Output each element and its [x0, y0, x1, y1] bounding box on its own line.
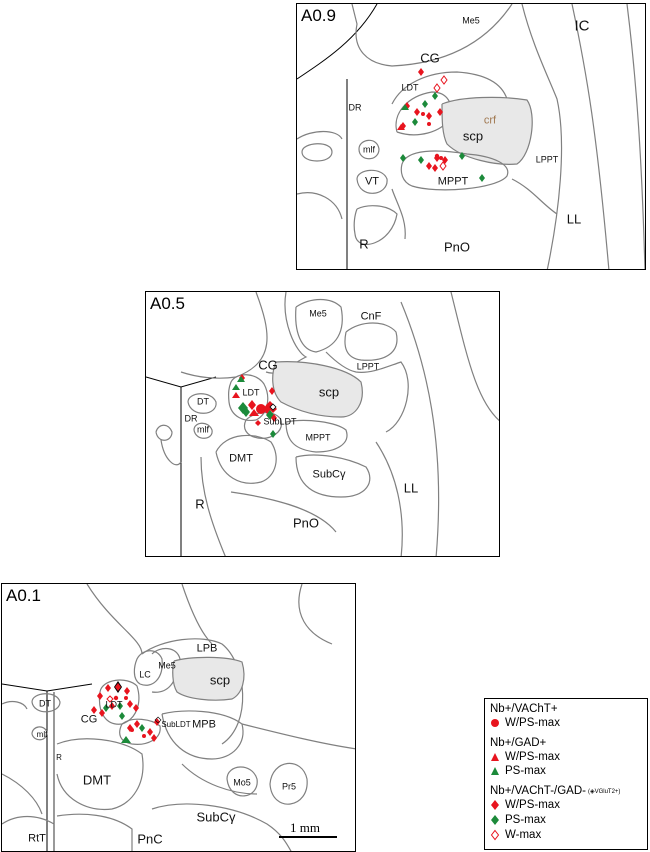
panel-a09-outline	[297, 4, 645, 269]
label-ldt: LDT	[242, 387, 260, 398]
legend-item-gad-wps-label: W/PS-max	[505, 751, 560, 763]
open-red-diamond-icon	[490, 829, 502, 841]
label-subc: SubCγ	[312, 468, 346, 481]
label-dt: DT	[39, 698, 51, 709]
label-r: R	[195, 496, 205, 512]
label-crf: crf	[483, 114, 497, 127]
legend-item-other-w-label: W-max	[505, 829, 542, 841]
panel-a01: A0.1 LPB LC Me5 scp DT CG LDT MPB mlf Su…	[1, 583, 356, 852]
label-ll: LL	[566, 211, 582, 227]
a01-markers	[91, 681, 162, 743]
label-pno: PnO	[292, 515, 320, 531]
label-lpb: LPB	[196, 642, 218, 655]
legend-item-vacht-wps-label: W/PS-max	[505, 717, 560, 729]
red-circle-icon	[490, 717, 502, 729]
label-subldt: SubLDT	[161, 720, 191, 729]
label-dr: DR	[348, 102, 362, 113]
scale-bar-label: 1 mm	[290, 820, 320, 835]
label-me5: Me5	[462, 15, 480, 26]
label-cnf: CnF	[360, 310, 382, 323]
legend-group-vacht-label: Nb+/VAChT+	[490, 703, 558, 715]
legend-item-vacht-wps: W/PS-max	[490, 717, 560, 729]
label-pr5: Pr5	[281, 781, 297, 792]
legend-item-other-wps-label: W/PS-max	[505, 799, 560, 811]
label-mppt: MPPT	[437, 175, 469, 188]
legend-item-other-wps: W/PS-max	[490, 799, 560, 811]
panel-a09-title: A0.9	[301, 6, 336, 25]
legend-group-vacht: Nb+/VAChT+	[490, 703, 558, 715]
panel-a09: A0.9 IC CG Me5 DR LDT crf scp mlf LPPT V…	[296, 3, 646, 270]
label-subc: SubCγ	[196, 809, 236, 825]
label-r: R	[56, 753, 62, 762]
legend-item-gad-wps: W/PS-max	[490, 751, 560, 763]
label-scp: scp	[462, 128, 484, 144]
a09-markers	[397, 68, 485, 182]
label-lppt: LPPT	[535, 154, 559, 165]
red-diamond-icon	[490, 799, 502, 811]
label-dmt: DMT	[229, 452, 253, 465]
panel-a05-title: A0.5	[150, 294, 185, 313]
label-pno: PnO	[443, 239, 471, 255]
label-mpb: MPB	[192, 718, 216, 731]
legend-group-gad-label: Nb+/GAD+	[490, 737, 547, 749]
label-dr: DR	[184, 413, 198, 424]
label-rtt: RtT	[28, 832, 46, 845]
label-dmt: DMT	[82, 772, 112, 788]
label-mo5: Mo5	[233, 777, 251, 788]
label-cg: CG	[80, 713, 98, 726]
legend-group-other-label: Nb+/VAChT-/GAD-	[490, 785, 586, 797]
label-dt: DT	[197, 396, 209, 407]
label-me5: Me5	[309, 308, 327, 319]
label-mlf: mlf	[36, 730, 48, 739]
label-ic: IC	[574, 17, 590, 35]
legend-item-other-ps-label: PS-max	[505, 814, 546, 826]
label-vt: VT	[364, 175, 380, 188]
label-lc: LC	[139, 669, 151, 680]
legend-item-gad-ps-label: PS-max	[505, 765, 546, 777]
label-scp: scp	[209, 672, 231, 688]
label-ldt: LDT	[401, 82, 419, 93]
green-diamond-icon	[490, 814, 502, 826]
label-pnc: PnC	[137, 831, 163, 847]
panel-a05-outline	[146, 292, 499, 556]
a05-markers	[232, 374, 277, 438]
label-cg: CG	[258, 357, 278, 373]
green-triangle-icon	[490, 765, 502, 777]
label-cg: CG	[420, 50, 440, 66]
label-mlf: mlf	[363, 144, 375, 155]
label-ll: LL	[403, 480, 419, 496]
panel-a01-outline	[2, 584, 355, 851]
scale-bar	[279, 836, 337, 838]
legend-item-gad-ps: PS-max	[490, 765, 546, 777]
panel-a05: A0.5 Me5 CnF CG LPPT DT LDT scp DR SubLD…	[145, 291, 500, 557]
legend-group-other-note: (◈VGluT2+)	[587, 788, 621, 795]
label-r: R	[359, 236, 369, 252]
label-mppt: MPPT	[305, 432, 331, 443]
label-lppt: LPPT	[356, 361, 380, 372]
panel-a01-title: A0.1	[6, 586, 41, 605]
label-mlf: mlf	[197, 424, 209, 435]
legend-item-other-w: W-max	[490, 829, 541, 841]
legend-group-other: Nb+/VAChT-/GAD- (◈VGluT2+)	[490, 785, 620, 797]
legend-item-other-ps: PS-max	[490, 814, 546, 826]
legend: Nb+/VAChT+ W/PS-max Nb+/GAD+ W/PS-max PS…	[484, 698, 648, 850]
label-ldt: LDT	[105, 699, 123, 710]
label-scp: scp	[318, 384, 340, 400]
label-subldt: SubLDT	[263, 416, 297, 427]
red-triangle-icon	[490, 751, 502, 763]
legend-group-gad: Nb+/GAD+	[490, 737, 546, 749]
label-me5: Me5	[158, 660, 176, 671]
